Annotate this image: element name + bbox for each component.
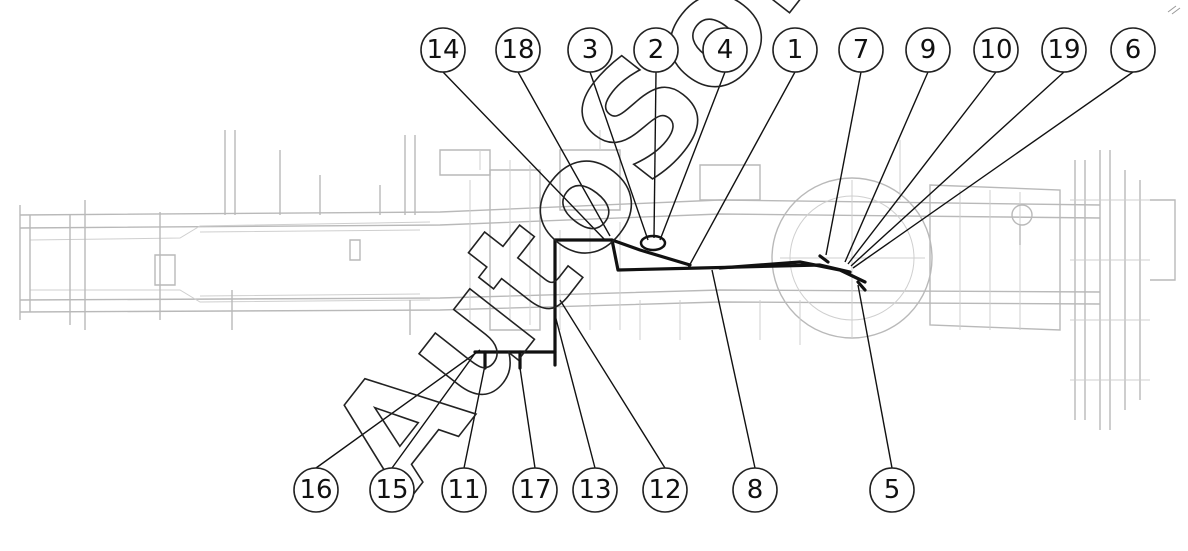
callout-19: 19 [1041,27,1087,73]
callout-1: 1 [772,27,818,73]
svg-text:18: 18 [501,35,534,65]
svg-text:13: 13 [578,475,611,505]
svg-text:1: 1 [787,35,804,65]
svg-text:11: 11 [447,475,480,505]
wiring-harness [473,234,867,370]
corner-mark-icon [1167,5,1181,15]
svg-text:19: 19 [1047,35,1080,65]
callout-2: 2 [633,27,679,73]
callout-3: 3 [567,27,613,73]
svg-text:7: 7 [853,35,870,65]
leader-lines [315,71,1134,469]
callout-18: 18 [495,27,541,73]
callout-12: 12 [642,467,688,513]
callout-4: 4 [702,27,748,73]
callout-8: 8 [732,467,778,513]
callout-14: 14 [420,27,466,73]
callout-6: 6 [1110,27,1156,73]
callout-7: 7 [838,27,884,73]
callout-5: 5 [869,467,915,513]
svg-text:2: 2 [648,35,665,65]
callout-9: 9 [905,27,951,73]
callout-11: 11 [441,467,487,513]
callout-10: 10 [973,27,1019,73]
svg-text:8: 8 [747,475,764,505]
svg-text:17: 17 [518,475,551,505]
svg-text:6: 6 [1125,35,1142,65]
svg-text:4: 4 [717,35,734,65]
svg-text:9: 9 [920,35,937,65]
svg-text:14: 14 [426,35,459,65]
svg-text:10: 10 [979,35,1012,65]
callout-16: 16 [293,467,339,513]
callout-17: 17 [512,467,558,513]
chassis-frame [19,130,1176,430]
svg-text:12: 12 [648,475,681,505]
svg-text:16: 16 [299,475,332,505]
svg-text:15: 15 [375,475,408,505]
svg-text:3: 3 [582,35,599,65]
svg-text:5: 5 [884,475,901,505]
callout-15: 15 [369,467,415,513]
callout-13: 13 [572,467,618,513]
